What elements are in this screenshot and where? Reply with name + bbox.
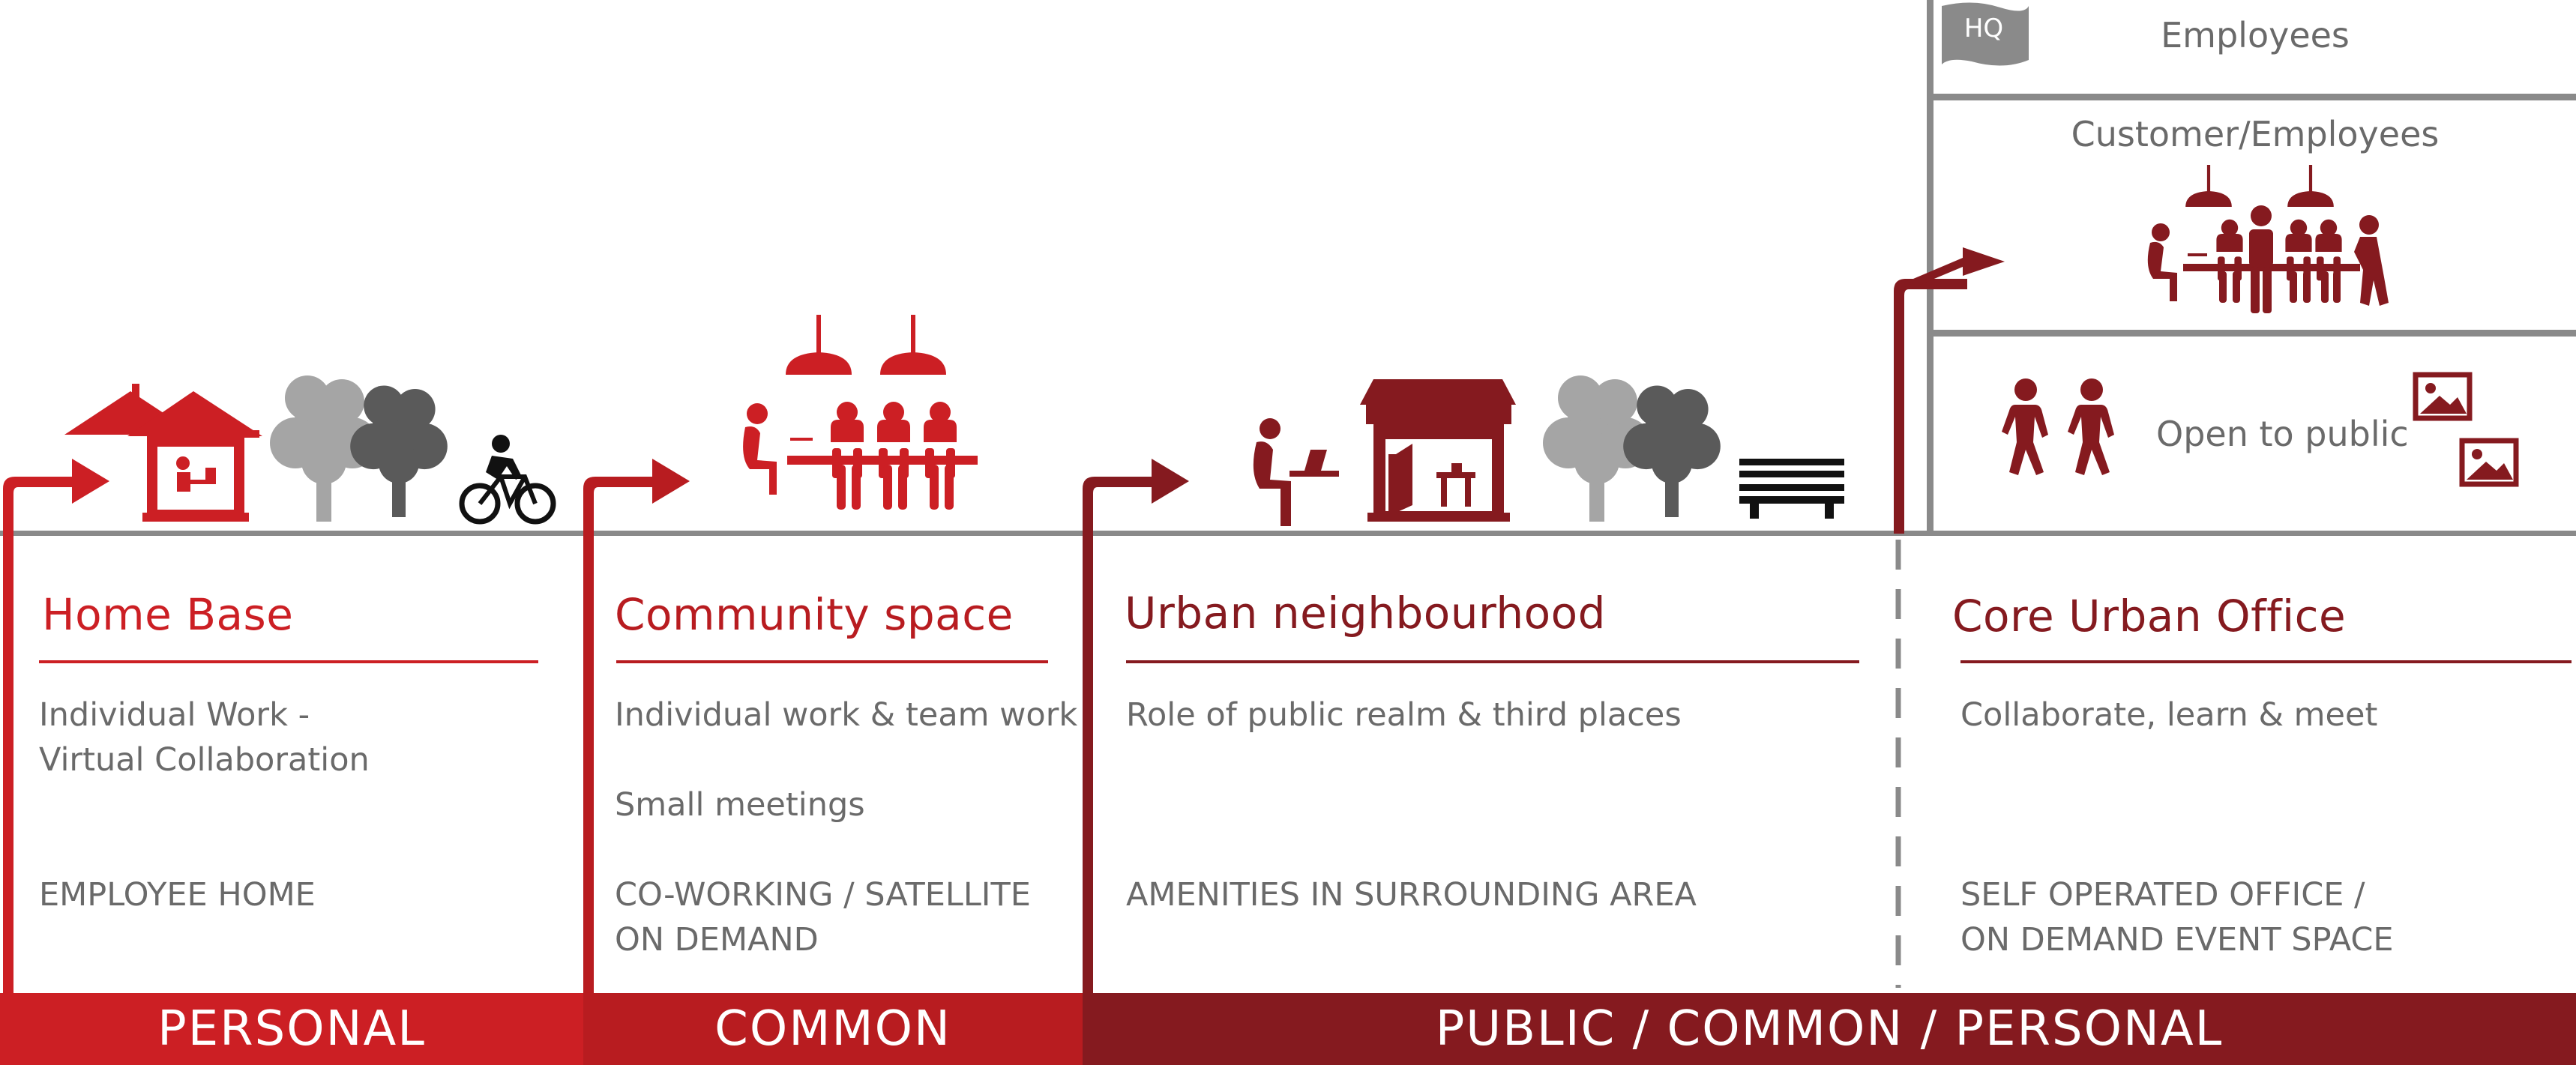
band-common: COMMON	[583, 993, 1083, 1065]
home-base-rule	[39, 660, 538, 663]
section-title-urban-neighbourhood: Urban neighbourhood	[1125, 588, 1606, 639]
community-rule	[616, 660, 1048, 663]
community-category: CO-WORKING / SATELLITE ON DEMAND	[615, 872, 1031, 962]
urban-category: AMENITIES IN SURROUNDING AREA	[1126, 876, 1697, 914]
section-title-home-base: Home Base	[42, 589, 294, 640]
picture-icon	[2459, 438, 2519, 487]
section-title-community-space: Community space	[615, 589, 1014, 640]
pendant-lamp-icon	[786, 315, 946, 375]
hq-flag-label: HQ	[1963, 13, 2004, 43]
laptop-worker-icon	[1253, 418, 1339, 526]
floor-label-employees: Employees	[2161, 15, 2350, 55]
urban-desc-line: Role of public realm & third places	[1126, 696, 1682, 734]
meeting-table-icon	[2147, 165, 2389, 313]
cyclist-icon	[459, 435, 556, 525]
hq-building-outline	[1927, 0, 2576, 534]
category-line: CO-WORKING / SATELLITE	[615, 876, 1031, 914]
bench-icon	[1739, 459, 1844, 519]
home-base-desc: Individual Work - Virtual Collaboration	[39, 693, 370, 782]
category-line: SELF OPERATED OFFICE /	[1960, 876, 2365, 914]
ground-line	[0, 531, 2576, 536]
common-section-arrow	[583, 459, 690, 993]
coworking-table-icon	[743, 402, 978, 510]
personal-section-arrow	[3, 459, 109, 993]
category-line: ON DEMAND	[615, 921, 819, 959]
cafe-icon	[1360, 379, 1516, 522]
desc-line: Virtual Collaboration	[39, 741, 370, 779]
category-line: ON DEMAND EVENT SPACE	[1960, 921, 2394, 959]
band-personal: PERSONAL	[0, 993, 583, 1065]
core-office-category: SELF OPERATED OFFICE / ON DEMAND EVENT S…	[1960, 872, 2394, 962]
floor-label-customer-employees: Customer/Employees	[2071, 114, 2440, 154]
house-with-worker-icon	[64, 384, 262, 522]
home-base-category: EMPLOYEE HOME	[39, 876, 316, 914]
core-office-rule	[1960, 660, 2572, 663]
urban-rule	[1126, 660, 1859, 663]
walking-people-icon	[2002, 378, 2114, 475]
picture-icon	[2413, 372, 2473, 421]
band-public-common-personal: PUBLIC / COMMON / PERSONAL	[1083, 993, 2576, 1065]
core-office-arrow	[1894, 247, 2005, 534]
core-office-desc-line: Collaborate, learn & meet	[1960, 696, 2378, 734]
tree-icon	[350, 385, 448, 517]
tree-icon	[1623, 385, 1721, 517]
community-desc-line: Individual work & team work	[615, 696, 1078, 734]
desc-line: Individual Work -	[39, 696, 310, 734]
community-desc-line: Small meetings	[615, 786, 865, 824]
hq-flag-icon	[1942, 2, 2029, 66]
section-title-core-urban-office: Core Urban Office	[1952, 591, 2347, 642]
floor-label-open-to-public: Open to public	[2156, 414, 2409, 454]
urban-section-arrow	[1083, 459, 1189, 993]
